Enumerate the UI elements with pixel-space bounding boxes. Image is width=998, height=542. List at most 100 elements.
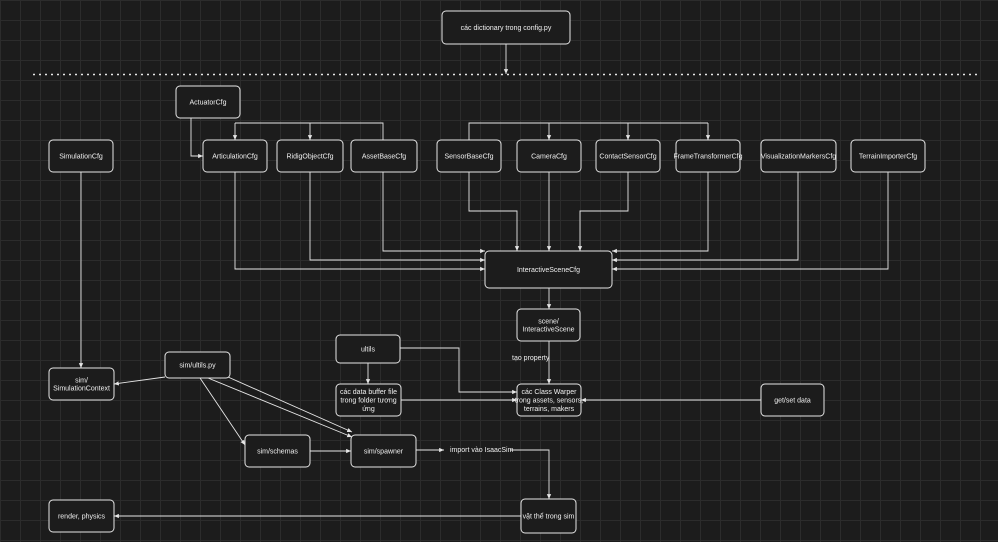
node-box xyxy=(760,383,825,417)
node-label: SensorBaseCfg xyxy=(444,154,493,161)
node-box xyxy=(175,85,241,119)
node-label: TerrainImporterCfg xyxy=(859,154,917,161)
node-label-line: sim/ultils.py xyxy=(179,363,216,370)
edge-vizmarkers-to-scene-cfg xyxy=(612,172,799,263)
node-label-line: VisualizationMarkersCfg xyxy=(761,154,836,161)
node-label-line: các data buffer file xyxy=(340,389,397,396)
node-label-line: CameraCfg xyxy=(531,154,567,161)
edge-simultils-to-schemas xyxy=(199,377,246,446)
node-label-line: ArticulationCfg xyxy=(212,154,258,161)
edge-ultils-to-class-warper xyxy=(400,347,517,395)
edge-ridig-to-scene-cfg xyxy=(309,172,485,263)
node-contact-sensor-cfg: ContactSensorCfg xyxy=(595,139,661,173)
edge-simultils-to-spawner-a xyxy=(207,377,353,438)
node-label: ActuatorCfg xyxy=(190,100,227,107)
node-label-line: terrains, makers xyxy=(524,406,575,413)
node-label-line: InteractiveSceneCfg xyxy=(517,267,580,274)
node-box xyxy=(164,351,231,379)
node-terrain-importer-cfg: TerrainImporterCfg xyxy=(850,139,926,173)
node-box xyxy=(436,139,502,173)
node-sim-ultils: sim/ultils.py xyxy=(164,351,231,379)
node-get-set-data: get/set data xyxy=(760,383,825,417)
node-box xyxy=(276,139,344,173)
node-label-line: get/set data xyxy=(774,398,811,405)
node-box xyxy=(48,499,115,533)
node-sensor-base-cfg: SensorBaseCfg xyxy=(436,139,502,173)
edge-sensorbase-to-scene-cfg xyxy=(468,172,520,251)
node-sim-schemas: sim/schemas xyxy=(244,434,311,468)
node-label-line: ultils xyxy=(361,347,376,354)
node-label-line: SimulationContext xyxy=(53,386,110,393)
edge-sensor-branch-bar xyxy=(468,122,708,140)
node-label: FrameTransformerCfg xyxy=(674,154,743,161)
node-label: sim/spawner xyxy=(364,449,404,456)
node-label-line: ứng xyxy=(362,406,375,413)
node-label-line: FrameTransformerCfg xyxy=(674,154,743,161)
node-box xyxy=(484,250,613,289)
node-box xyxy=(595,139,661,173)
node-actuator-cfg: ActuatorCfg xyxy=(175,85,241,119)
node-visualization-markers-cfg: VisualizationMarkersCfg xyxy=(760,139,837,173)
node-ridig-object-cfg: RidigObjectCfg xyxy=(276,139,344,173)
node-label-line: scene/ xyxy=(538,318,559,325)
node-label: RidigObjectCfg xyxy=(286,154,333,161)
node-frame-transformer-cfg: FrameTransformerCfg xyxy=(674,139,743,173)
node-box xyxy=(202,139,268,173)
node-render-physics: render, physics xyxy=(48,499,115,533)
node-simulation-context: sim/SimulationContext xyxy=(48,367,115,401)
node-label-line: trong assets, sensors, xyxy=(515,398,584,405)
node-box xyxy=(516,308,581,342)
node-label-line: sim/ xyxy=(75,377,88,384)
nodes: các dictionary trong config.pyActuatorCf… xyxy=(48,10,926,534)
edge-simultils-to-spawner-b xyxy=(227,376,353,433)
node-box xyxy=(48,367,115,401)
node-label: InteractiveSceneCfg xyxy=(517,267,580,274)
node-ultils: ultils xyxy=(335,334,401,364)
node-label: vật thể trong sim xyxy=(523,513,575,521)
node-label: get/set data xyxy=(774,398,811,405)
node-box xyxy=(516,383,582,417)
node-box xyxy=(516,139,582,173)
node-label: render, physics xyxy=(58,514,106,521)
node-label: ultils xyxy=(361,347,376,354)
edge-label-tao-property: tạo property xyxy=(512,355,550,362)
node-box xyxy=(441,10,571,45)
node-label-line: AssetBaseCfg xyxy=(362,154,406,161)
node-label: sim/ultils.py xyxy=(179,363,216,370)
edge-assetbase-to-scene-cfg xyxy=(382,172,485,254)
node-label: scene/InteractiveScene xyxy=(522,318,574,333)
node-box xyxy=(350,434,417,468)
node-box xyxy=(350,139,418,173)
node-box xyxy=(244,434,311,468)
node-simulation-cfg: SimulationCfg xyxy=(48,139,114,173)
node-label-line: ActuatorCfg xyxy=(190,100,227,107)
node-label-line: RidigObjectCfg xyxy=(286,154,333,161)
edge-import-to-vatthe xyxy=(510,449,552,499)
node-label-line: các dictionary trong config.py xyxy=(461,25,552,32)
node-label: các dictionary trong config.py xyxy=(461,25,552,32)
node-label-line: SensorBaseCfg xyxy=(444,154,493,161)
node-asset-base-cfg: AssetBaseCfg xyxy=(350,139,418,173)
node-label-line: ContactSensorCfg xyxy=(599,154,656,161)
node-camera-cfg: CameraCfg xyxy=(516,139,582,173)
edge-actuator-to-articulation xyxy=(190,118,203,159)
node-box xyxy=(335,383,402,417)
edge-simultils-to-simcontext xyxy=(113,376,166,386)
node-vat-the: vật thể trong sim xyxy=(520,498,577,534)
node-box xyxy=(760,139,837,173)
edges xyxy=(78,44,889,519)
node-label: VisualizationMarkersCfg xyxy=(761,154,836,161)
node-box xyxy=(335,334,401,364)
edge-articulation-to-scene-cfg xyxy=(234,172,485,272)
node-label: ArticulationCfg xyxy=(212,154,258,161)
node-label-line: render, physics xyxy=(58,514,106,521)
node-label: sim/SimulationContext xyxy=(53,377,110,392)
node-label-line: trong folder tương xyxy=(340,398,396,405)
node-label-line: TerrainImporterCfg xyxy=(859,154,917,161)
node-box xyxy=(675,139,741,173)
